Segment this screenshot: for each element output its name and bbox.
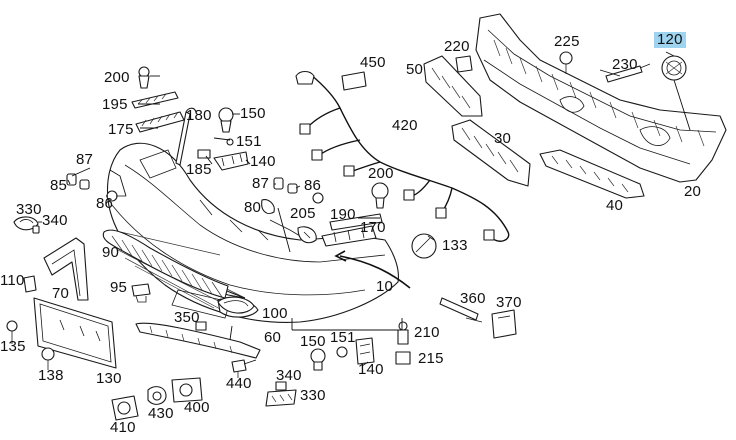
part-number-135[interactable]: 135 <box>0 338 26 355</box>
bumper-carrier <box>475 13 727 183</box>
part-number-230[interactable]: 230 <box>612 56 638 73</box>
part-number-80[interactable]: 80 <box>244 199 262 216</box>
part-number-87-right[interactable]: 87 <box>252 175 270 192</box>
part-number-330-bottom[interactable]: 330 <box>300 387 326 404</box>
part-number-95[interactable]: 95 <box>110 279 128 296</box>
lower-small-parts <box>111 297 517 421</box>
part-number-330-left[interactable]: 330 <box>16 201 42 218</box>
part-number-110[interactable]: 110 <box>0 272 25 289</box>
part-number-340-bottom[interactable]: 340 <box>276 367 302 384</box>
part-number-87-left[interactable]: 87 <box>76 151 94 168</box>
right-side-parts <box>423 51 687 199</box>
part-number-200-center[interactable]: 200 <box>368 165 394 182</box>
part-number-200-left[interactable]: 200 <box>104 69 130 86</box>
part-number-50[interactable]: 50 <box>406 61 424 78</box>
part-number-85[interactable]: 85 <box>50 177 68 194</box>
part-number-170[interactable]: 170 <box>360 219 386 236</box>
part-number-30[interactable]: 30 <box>494 130 512 147</box>
part-number-190[interactable]: 190 <box>330 206 356 223</box>
part-number-138[interactable]: 138 <box>38 367 64 384</box>
part-number-10[interactable]: 10 <box>376 278 394 295</box>
part-number-225[interactable]: 225 <box>554 33 580 50</box>
part-number-185[interactable]: 185 <box>186 161 212 178</box>
part-number-140-bottom[interactable]: 140 <box>358 361 384 378</box>
part-number-450[interactable]: 450 <box>360 54 386 71</box>
part-number-205[interactable]: 205 <box>290 205 316 222</box>
part-number-70[interactable]: 70 <box>52 285 70 302</box>
part-number-151-top[interactable]: 151 <box>236 133 262 150</box>
part-number-86-left[interactable]: 86 <box>96 195 114 212</box>
part-number-440[interactable]: 440 <box>226 375 252 392</box>
part-number-140-top[interactable]: 140 <box>250 153 276 170</box>
part-number-120-highlighted[interactable]: 120 <box>654 32 686 48</box>
part-number-400[interactable]: 400 <box>184 399 210 416</box>
part-number-175[interactable]: 175 <box>108 121 134 138</box>
part-number-60[interactable]: 60 <box>264 329 282 346</box>
wiring-harness <box>295 70 510 242</box>
part-number-420[interactable]: 420 <box>392 117 418 134</box>
part-number-350[interactable]: 350 <box>174 309 200 326</box>
part-number-40[interactable]: 40 <box>606 197 624 214</box>
part-number-340-left[interactable]: 340 <box>42 212 68 229</box>
part-number-220[interactable]: 220 <box>444 38 470 55</box>
part-number-215[interactable]: 215 <box>418 350 444 367</box>
center-parts <box>197 107 437 259</box>
lower-grille <box>102 229 229 299</box>
leader-lines <box>38 51 691 367</box>
part-number-180[interactable]: 180 <box>186 107 212 124</box>
part-number-151-bottom[interactable]: 151 <box>330 329 356 346</box>
part-number-133[interactable]: 133 <box>442 237 468 254</box>
assembly-arrow <box>334 250 411 289</box>
part-number-360[interactable]: 360 <box>460 290 486 307</box>
part-number-430[interactable]: 430 <box>148 405 174 422</box>
part-number-90[interactable]: 90 <box>102 244 120 261</box>
part-number-410[interactable]: 410 <box>110 419 136 436</box>
part-number-370[interactable]: 370 <box>496 294 522 311</box>
part-number-150-top[interactable]: 150 <box>240 105 266 122</box>
part-number-130[interactable]: 130 <box>96 370 122 387</box>
part-number-150-bottom[interactable]: 150 <box>300 333 326 350</box>
part-number-100[interactable]: 100 <box>262 305 288 322</box>
part-number-86-right[interactable]: 86 <box>304 177 322 194</box>
part-number-20[interactable]: 20 <box>684 183 702 200</box>
part-number-210[interactable]: 210 <box>414 324 440 341</box>
part-number-195[interactable]: 195 <box>102 96 128 113</box>
